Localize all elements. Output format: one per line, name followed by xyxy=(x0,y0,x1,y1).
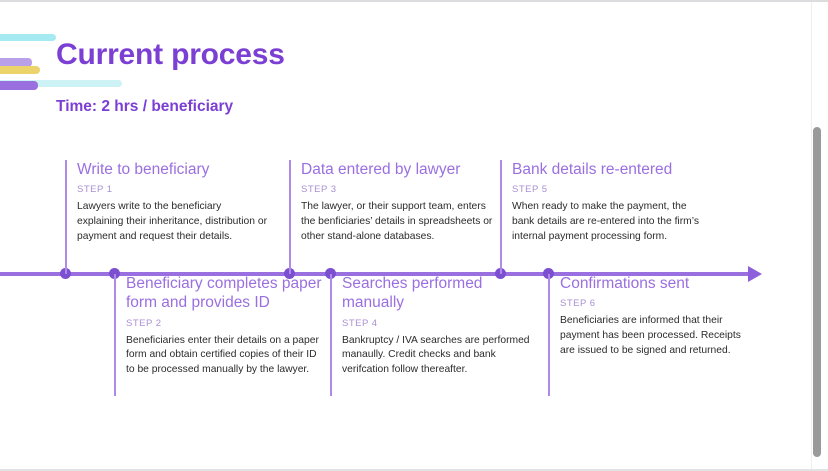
decorative-bar-purple-mid xyxy=(0,58,32,67)
step-card-1-title: Write to beneficiary xyxy=(77,161,210,178)
timeline-dot-step-2 xyxy=(109,268,120,279)
decorative-bar-cyan-top xyxy=(0,34,56,41)
step-card-2-body: Beneficiaries enter their details on a p… xyxy=(126,334,319,375)
step-card-4[interactable]: Searches performed manually STEP 4 Bankr… xyxy=(330,274,534,396)
step-card-1-body: Lawyers write to the beneficiary explain… xyxy=(77,201,268,242)
step-card-5-title: Bank details re-entered xyxy=(512,161,673,178)
step-card-2-title: Beneficiary completes paper form and pro… xyxy=(126,275,322,312)
step-card-2[interactable]: Beneficiary completes paper form and pro… xyxy=(114,274,326,396)
step-card-5-body: When ready to make the payment, the bank… xyxy=(512,201,699,242)
step-card-6[interactable]: Confirmations sent STEP 6 Beneficiaries … xyxy=(548,274,753,396)
step-card-6-body: Beneficiaries are informed that their pa… xyxy=(560,315,741,356)
step-card-4-title: Searches performed manually xyxy=(342,275,483,312)
step-card-1[interactable]: Write to beneficiary STEP 1 Lawyers writ… xyxy=(65,160,270,274)
step-card-3-label: STEP 3 xyxy=(301,184,337,196)
timeline-arrow-icon xyxy=(748,266,762,282)
decorative-bar-yellow xyxy=(0,66,40,74)
step-card-1-label: STEP 1 xyxy=(77,184,113,196)
step-card-4-body: Bankruptcy / IVA searches are performed … xyxy=(342,334,530,375)
decorative-bar-purple-bottom xyxy=(0,81,38,90)
step-card-4-label: STEP 4 xyxy=(342,317,378,329)
step-card-5[interactable]: Bank details re-entered STEP 5 When read… xyxy=(500,160,705,274)
step-card-5-label: STEP 5 xyxy=(512,184,548,196)
page-subtitle: Time: 2 hrs / beneficiary xyxy=(56,98,234,115)
slide-canvas: Current process Time: 2 hrs / beneficiar… xyxy=(0,2,812,469)
step-card-6-title: Confirmations sent xyxy=(560,275,690,292)
step-card-2-label: STEP 2 xyxy=(126,317,162,329)
step-card-3-title: Data entered by lawyer xyxy=(301,161,461,178)
step-card-3[interactable]: Data entered by lawyer STEP 3 The lawyer… xyxy=(289,160,494,274)
timeline-dot-step-4 xyxy=(325,268,336,279)
timeline-axis xyxy=(0,272,752,276)
step-card-6-label: STEP 6 xyxy=(560,298,596,310)
vertical-scrollbar-thumb[interactable] xyxy=(813,127,821,457)
decorative-bar-cyan-bottom xyxy=(0,80,122,87)
step-card-3-body: The lawyer, or their support team, enter… xyxy=(301,201,493,242)
vertical-scrollbar-track[interactable] xyxy=(813,2,825,469)
timeline-dot-step-6 xyxy=(543,268,554,279)
page-title: Current process xyxy=(56,38,285,71)
